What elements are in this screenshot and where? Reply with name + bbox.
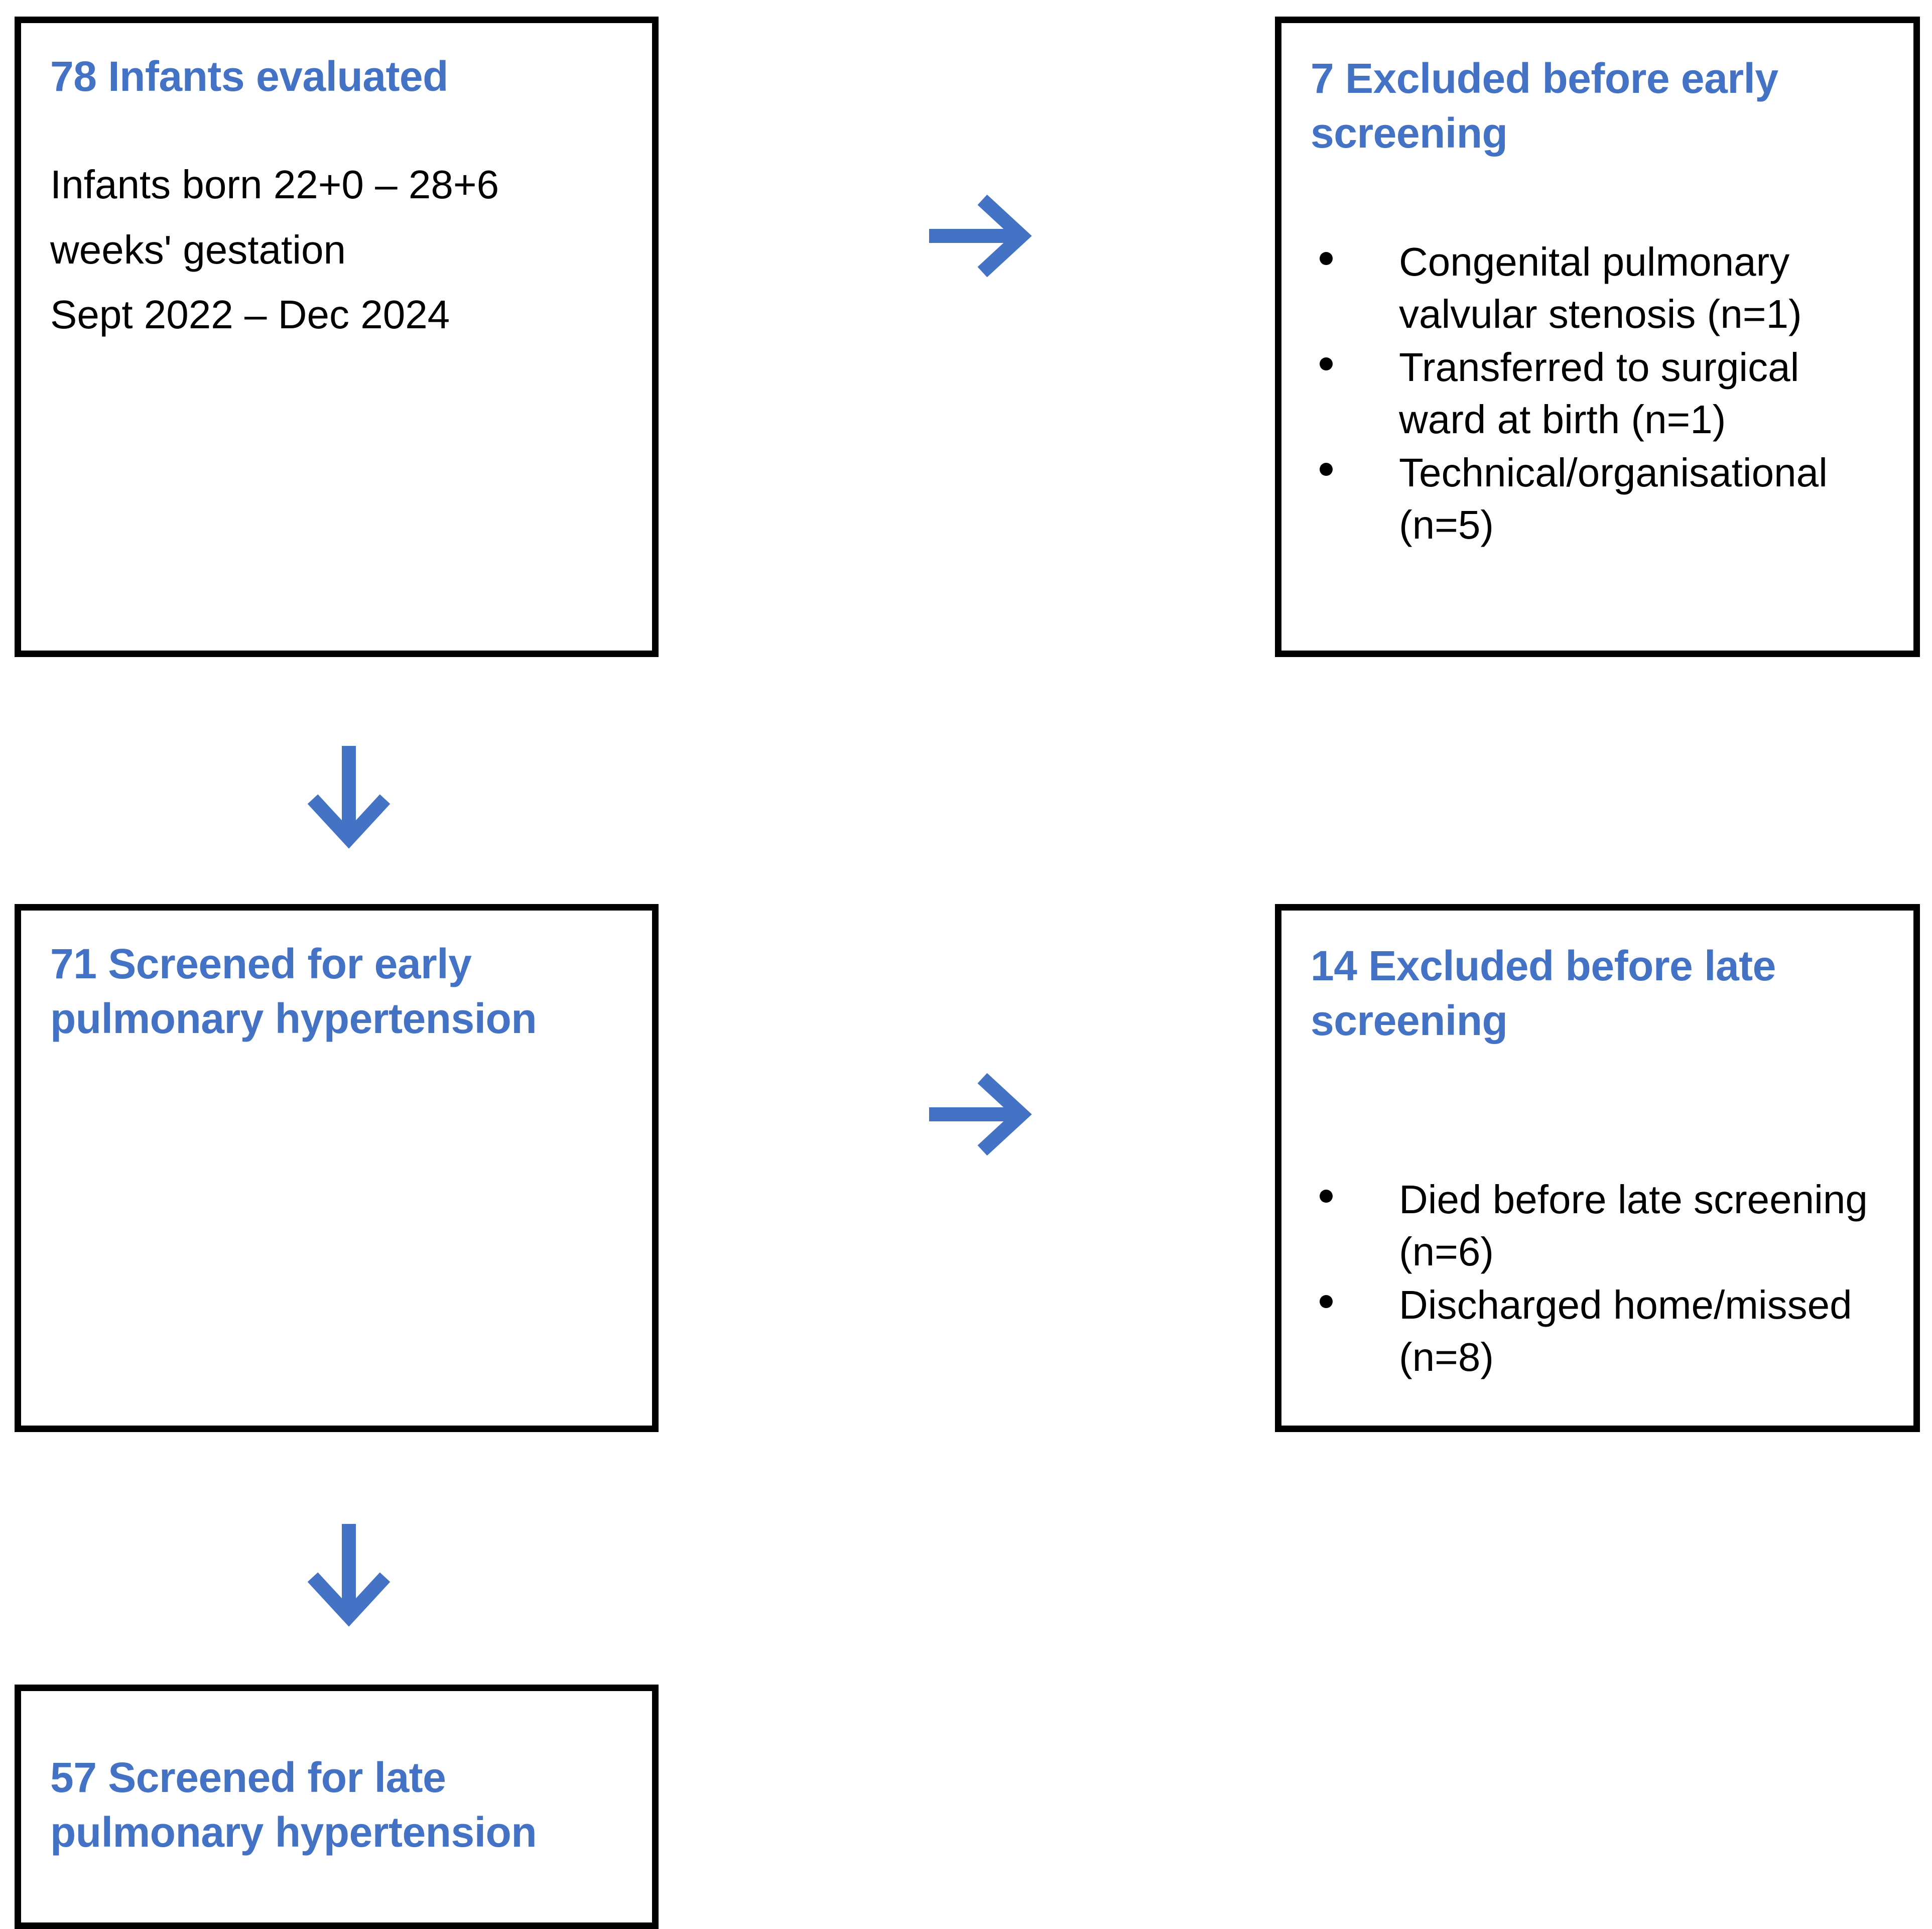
box-body-infants-evaluated: Infants born 22+0 – 28+6 weeks' gestatio… <box>50 152 623 347</box>
bullet-point-icon <box>1320 1190 1333 1203</box>
list-item-label: Transferred to surgical ward at birth (n… <box>1399 345 1799 442</box>
box-title-excluded-early: 7 Excluded before early screening <box>1311 55 1778 157</box>
body-line-gestation-units: weeks' gestation <box>50 227 346 272</box>
list-item-label: Congenital pulmonary valvular stenosis (… <box>1399 239 1802 337</box>
list-item: Technical/organisational (n=5) <box>1311 447 1884 551</box>
box-title-screened-early-ph: 71 Screened for early pulmonary hyperten… <box>50 940 537 1043</box>
body-line-date-range: Sept 2022 – Dec 2024 <box>50 292 450 337</box>
list-item-label: Died before late screening (n=6) <box>1399 1177 1868 1274</box>
spacer <box>50 104 623 152</box>
bullet-point-icon <box>1320 357 1333 371</box>
list-item: Discharged home/missed (n=8) <box>1311 1279 1884 1383</box>
arrow-right-icon <box>926 1064 1047 1165</box>
box-title-excluded-late: 14 Excluded before late screening <box>1311 942 1776 1045</box>
arrow-right-icon <box>926 186 1047 286</box>
bullet-point-icon <box>1320 463 1333 476</box>
arrow-early-exclusion <box>926 186 1047 286</box>
box-excluded-before-early-screening: 7 Excluded before early screening Congen… <box>1275 17 1920 657</box>
box-title-infants-evaluated: 78 Infants evaluated <box>50 53 448 100</box>
arrow-down-icon <box>299 743 399 863</box>
bullet-point-icon <box>1320 252 1333 266</box>
arrow-down-icon <box>299 1521 399 1641</box>
bullet-point-icon <box>1320 1295 1333 1309</box>
list-item: Transferred to surgical ward at birth (n… <box>1311 341 1884 446</box>
exclusion-reason-list-late: Died before late screening (n=6) Dischar… <box>1311 1174 1884 1383</box>
spacer <box>1311 161 1884 236</box>
body-line-gestation-range: Infants born 22+0 – 28+6 <box>50 162 499 207</box>
list-item: Congenital pulmonary valvular stenosis (… <box>1311 236 1884 340</box>
box-infants-evaluated: 78 Infants evaluated Infants born 22+0 –… <box>15 17 659 657</box>
box-screened-late-ph: 57 Screened for late pulmonary hypertens… <box>15 1685 659 1929</box>
list-item: Died before late screening (n=6) <box>1311 1174 1884 1278</box>
arrow-early-to-late <box>299 1521 399 1641</box>
box-screened-early-ph: 71 Screened for early pulmonary hyperten… <box>15 904 659 1432</box>
arrow-late-exclusion <box>926 1064 1047 1165</box>
box-title-screened-late-ph: 57 Screened for late pulmonary hypertens… <box>50 1754 537 1856</box>
spacer <box>1311 1048 1884 1174</box>
box-excluded-before-late-screening: 14 Excluded before late screening Died b… <box>1275 904 1920 1432</box>
list-item-label: Discharged home/missed (n=8) <box>1399 1282 1852 1380</box>
exclusion-reason-list-early: Congenital pulmonary valvular stenosis (… <box>1311 236 1884 551</box>
arrow-evaluated-to-early <box>299 743 399 863</box>
list-item-label: Technical/organisational (n=5) <box>1399 450 1828 548</box>
